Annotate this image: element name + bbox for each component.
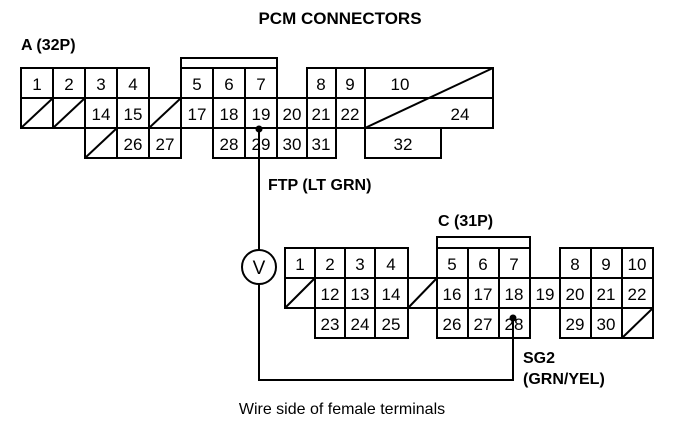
pin-label: 24 xyxy=(451,105,470,124)
pin-label: 9 xyxy=(345,75,354,94)
pin-label: 12 xyxy=(321,285,340,304)
connector-a-pins: 1 2 3 4 5 6 7 8 9 10 14 15 17 18 19 20 2… xyxy=(32,75,469,154)
pin-label: 30 xyxy=(597,315,616,334)
probe-point-c28 xyxy=(509,314,517,322)
pin-label: 28 xyxy=(220,135,239,154)
test-wiring xyxy=(241,128,514,381)
pin-label: 5 xyxy=(447,255,456,274)
pin-label: 13 xyxy=(351,285,370,304)
pin-label: 2 xyxy=(325,255,334,274)
pin-label: 29 xyxy=(252,135,271,154)
ftp-wire-label: FTP (LT GRN) xyxy=(268,177,371,194)
pin-label: 17 xyxy=(188,105,207,124)
diagram-title: PCM CONNECTORS xyxy=(258,9,421,28)
sg2-wire-label: SG2 xyxy=(523,350,555,367)
probe-point-a29 xyxy=(255,125,263,133)
pin-label: 1 xyxy=(295,255,304,274)
pin-label: 30 xyxy=(283,135,302,154)
pin-label: 4 xyxy=(128,75,137,94)
pin-label: 4 xyxy=(386,255,395,274)
pin-label: 25 xyxy=(382,315,401,334)
pin-label: 19 xyxy=(536,285,555,304)
pin-label: 6 xyxy=(224,75,233,94)
pin-label: 15 xyxy=(124,105,143,124)
pin-label: 21 xyxy=(597,285,616,304)
pin-label: 14 xyxy=(382,285,401,304)
connector-c-label: C (31P) xyxy=(438,213,493,230)
pin-label: 3 xyxy=(96,75,105,94)
pin-label: 22 xyxy=(628,285,647,304)
pin-label: 3 xyxy=(355,255,364,274)
pin-label: 17 xyxy=(474,285,493,304)
pin-label: 21 xyxy=(312,105,331,124)
pin-label: 29 xyxy=(566,315,585,334)
pin-label: 26 xyxy=(124,135,143,154)
connector-c-body xyxy=(284,236,654,339)
pin-label: 18 xyxy=(505,285,524,304)
pin-label: 20 xyxy=(566,285,585,304)
pin-label: 16 xyxy=(443,285,462,304)
diagram-caption: Wire side of female terminals xyxy=(239,401,445,418)
pin-label: 1 xyxy=(32,75,41,94)
pin-label: 9 xyxy=(601,255,610,274)
pin-label: 32 xyxy=(394,135,413,154)
pin-label: 7 xyxy=(509,255,518,274)
pin-label: 10 xyxy=(628,255,647,274)
pin-label: 31 xyxy=(312,135,331,154)
pin-label: 22 xyxy=(341,105,360,124)
pin-label: 27 xyxy=(156,135,175,154)
pin-label: 8 xyxy=(570,255,579,274)
pin-label: 14 xyxy=(92,105,111,124)
pin-label: 8 xyxy=(316,75,325,94)
pin-label: 23 xyxy=(321,315,340,334)
connector-a-label: A (32P) xyxy=(21,37,76,54)
voltmeter-icon: V xyxy=(253,258,266,279)
pin-label: 2 xyxy=(64,75,73,94)
pin-label: 24 xyxy=(351,315,370,334)
pin-label: 10 xyxy=(391,75,410,94)
pin-label: 5 xyxy=(192,75,201,94)
pin-label: 7 xyxy=(256,75,265,94)
pin-label: 27 xyxy=(474,315,493,334)
sg2-wire-color: (GRN/YEL) xyxy=(523,371,605,388)
pin-label: 6 xyxy=(478,255,487,274)
connector-c-pins: 1 2 3 4 5 6 7 8 9 10 12 13 14 16 17 18 1… xyxy=(295,255,646,334)
pin-label: 20 xyxy=(283,105,302,124)
pin-label: 18 xyxy=(220,105,239,124)
pin-label: 26 xyxy=(443,315,462,334)
pin-label: 19 xyxy=(252,105,271,124)
pin-label: 28 xyxy=(505,315,524,334)
